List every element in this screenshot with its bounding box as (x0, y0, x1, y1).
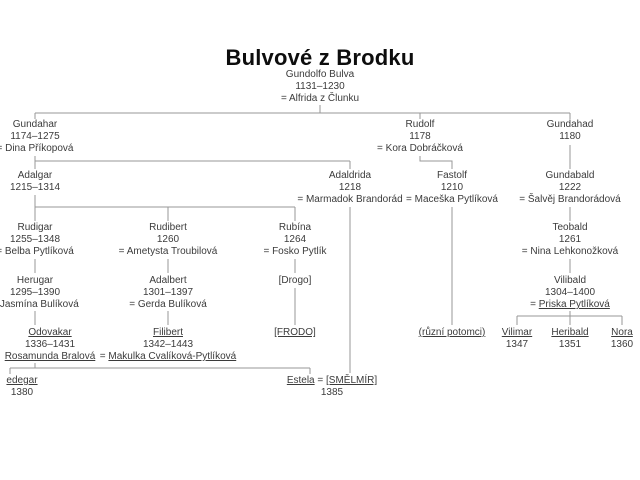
person-name: Adalbert (149, 275, 187, 286)
person-years: 1295–1390 (9, 287, 61, 298)
person-link-ruzni-potomci[interactable]: (různí potomci) (418, 327, 486, 338)
person-spouse: = Dina Příkopová (0, 143, 74, 154)
person-node-frodo: [FRODO] (225, 327, 365, 339)
person-name: Adaldrida (328, 170, 372, 181)
person-node-rubina: Rubína 1264 = Fosko Pytlík (225, 222, 365, 258)
person-node-fastolf: Fastolf 1210 = Maceška Pytlíková (382, 170, 522, 206)
person-node-ruzni-potomci: (různí potomci) (382, 327, 522, 339)
person-years: 1360 (610, 339, 634, 350)
person-spouse: = Belba Pytlíková (0, 246, 74, 257)
person-node-herugar: Herugar 1295–1390 = Jasmína Bulíková (0, 275, 105, 311)
person-spouse: = Nina Lehkonožková (521, 246, 619, 257)
person-link-fredegar[interactable]: edegar (6, 375, 38, 386)
person-years: 1174–1275 (10, 131, 60, 142)
person-spouse: = Ametysta Troubilová (118, 246, 218, 257)
person-name: Rudigar (17, 222, 53, 233)
person-years: 1304–1400 (544, 287, 596, 298)
spouse-equals: = (530, 299, 539, 310)
person-name: Rubína (278, 222, 312, 233)
person-spouse: = Šalvěj Brandorádová (519, 194, 621, 205)
person-name: Rudolf (405, 119, 435, 130)
person-node-adalgar: Adalgar 1215–1314 (0, 170, 105, 194)
person-years: 1178 (409, 131, 431, 142)
person-name: Gundolfo Bulva (285, 69, 355, 80)
person-link-odovakar[interactable]: Odovakar (28, 327, 72, 338)
person-years: 1131–1230 (295, 81, 345, 92)
person-link-heribald[interactable]: Heribald (551, 327, 589, 338)
person-years: 1380 (10, 387, 34, 398)
person-marriage: Estela = [SMĚLMÍR] (262, 375, 402, 387)
person-node-odovakar: Odovakar 1336–1431 Rosamunda Bralová (0, 327, 120, 363)
person-name: Herugar (16, 275, 54, 286)
person-spouse: = Gerda Bulíková (129, 299, 207, 310)
person-name: Fastolf (436, 170, 467, 181)
person-name: [Drogo] (278, 275, 312, 286)
person-years: 1351 (558, 339, 582, 350)
person-node-nora: Nora 1360 (552, 327, 640, 351)
person-years: 1180 (559, 131, 581, 142)
person-link-vilimar[interactable]: Vilimar (501, 327, 533, 338)
person-years: 1342–1443 (142, 339, 194, 350)
person-node-gundahar: Gundahar 1174–1275 = Dina Příkopová (0, 119, 105, 155)
person-link-smelmir[interactable]: [SMĚLMÍR] (326, 375, 378, 386)
person-link-makulka[interactable]: Makulka Cvalíková-Pytlíková (108, 351, 237, 362)
person-name: Rudibert (149, 222, 187, 233)
person-node-fredegar: edegar 1380 (0, 375, 92, 399)
person-name: Vilibald (553, 275, 587, 286)
page-title: Bulvové z Brodku (225, 45, 415, 70)
person-spouse: = Kora Dobráčková (377, 143, 463, 154)
spouse-equals: = (314, 375, 327, 386)
person-node-adaldrida: Adaldrida 1218 = Marmadok Brandorád (280, 170, 420, 206)
person-node-teobald: Teobald 1261 = Nina Lehkonožková (500, 222, 640, 258)
person-spouse: = Priska Pytlíková (500, 299, 640, 311)
person-link-priska[interactable]: Priska Pytlíková (538, 299, 610, 310)
person-years: 1385 (320, 387, 344, 398)
person-name: Gundahar (12, 119, 58, 130)
person-link-estela[interactable]: Estela (286, 375, 315, 386)
person-spouse: = Jasmína Bulíková (0, 299, 79, 310)
person-name: Gundabald (545, 170, 595, 181)
person-years: 1215–1314 (9, 182, 61, 193)
person-years: 1261 (558, 234, 582, 245)
person-years: 1301–1397 (142, 287, 194, 298)
person-spouse: = Alfrida z Člunku (280, 93, 360, 104)
person-node-gundolfo: Gundolfo Bulva 1131–1230 = Alfrida z Člu… (250, 69, 390, 105)
person-name: Teobald (552, 222, 588, 233)
person-node-estela: Estela = [SMĚLMÍR] 1385 (262, 375, 402, 399)
person-spouse: = Marmadok Brandorád (297, 194, 403, 205)
person-node-adalbert: Adalbert 1301–1397 = Gerda Bulíková (98, 275, 238, 311)
person-name: Adalgar (17, 170, 53, 181)
person-years: 1336–1431 (24, 339, 76, 350)
spouse-equals: = (99, 351, 109, 362)
person-spouse: = Fosko Pytlík (263, 246, 327, 257)
person-years: 1218 (338, 182, 362, 193)
person-years: 1260 (156, 234, 180, 245)
person-years: 1264 (283, 234, 307, 245)
person-link-filibert[interactable]: Filibert (152, 327, 183, 338)
person-node-filibert: Filibert 1342–1443 = Makulka Cvalíková-P… (98, 327, 238, 363)
person-years: 1347 (505, 339, 529, 350)
person-name: Gundahad (546, 119, 594, 130)
person-spouse: = Makulka Cvalíková-Pytlíková (98, 351, 238, 363)
person-spouse: = Maceška Pytlíková (406, 194, 498, 205)
person-link-frodo[interactable]: [FRODO] (274, 327, 316, 338)
person-node-vilimar: Vilimar 1347 (447, 327, 587, 351)
person-node-vilibald: Vilibald 1304–1400 = Priska Pytlíková (500, 275, 640, 311)
person-node-rudibert: Rudibert 1260 = Ametysta Troubilová (98, 222, 238, 258)
person-link-nora[interactable]: Nora (611, 327, 633, 338)
person-years: 1255–1348 (9, 234, 61, 245)
person-node-gundahad: Gundahad 1180 (500, 119, 640, 143)
person-node-rudigar: Rudigar 1255–1348 = Belba Pytlíková (0, 222, 105, 258)
person-link-rosamunda[interactable]: Rosamunda Bralová (4, 351, 96, 362)
person-node-heribald: Heribald 1351 (500, 327, 640, 351)
person-node-rudolf: Rudolf 1178 = Kora Dobráčková (350, 119, 490, 155)
person-node-gundabald: Gundabald 1222 = Šalvěj Brandorádová (500, 170, 640, 206)
person-years: 1210 (440, 182, 464, 193)
person-years: 1222 (558, 182, 582, 193)
person-node-drogo: [Drogo] (225, 275, 365, 287)
